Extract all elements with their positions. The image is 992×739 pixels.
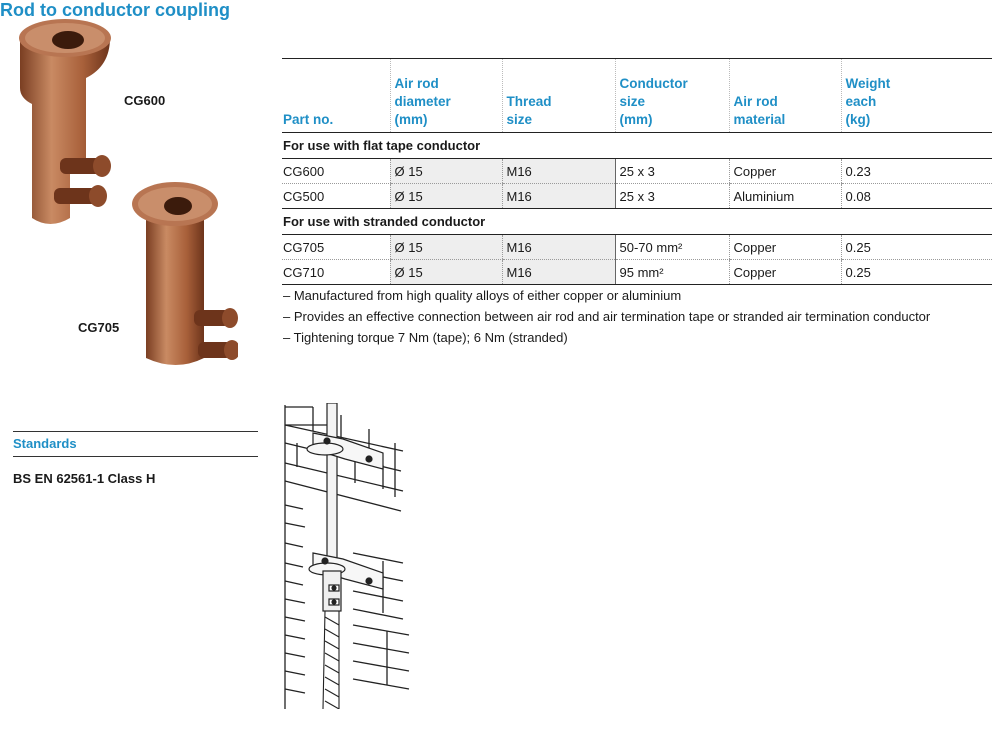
cell-diameter: Ø 15 [389,259,502,285]
cg600-label: CG600 [124,93,166,108]
installation-diagram [284,403,410,709]
cell-thread: M16 [501,234,616,260]
cell-thread: M16 [501,259,616,285]
cell-thread: M16 [501,158,616,184]
table-row: CG500 Ø 15 M16 25 x 3 Aluminium 0.08 [282,183,992,209]
feature-notes: – Manufactured from high quality alloys … [283,285,930,348]
cell-conductor: 50-70 mm² [614,234,729,260]
cell-thread: M16 [501,183,616,209]
cell-material: Copper [728,158,841,184]
cell-diameter: Ø 15 [389,158,502,184]
cell-weight: 0.25 [840,259,992,285]
cell-conductor: 25 x 3 [614,183,729,209]
cell-conductor: 25 x 3 [614,158,729,184]
cell-material: Copper [728,234,841,260]
table-row: CG705 Ø 15 M16 50-70 mm² Copper 0.25 [282,234,992,260]
group-row-flat-tape: For use with flat tape conductor [282,132,992,159]
standards-heading: Standards [13,436,77,451]
standards-value: BS EN 62561-1 Class H [13,471,156,486]
note-item: – Tightening torque 7 Nm (tape); 6 Nm (s… [283,330,568,345]
cell-weight: 0.08 [840,183,992,209]
page-title: Rod to conductor coupling [0,0,230,20]
group-title: For use with stranded conductor [282,208,992,235]
cg705-product-image [132,182,238,365]
cell-weight: 0.23 [840,158,992,184]
cell-part: CG500 [282,183,390,209]
cell-diameter: Ø 15 [389,234,502,260]
cell-material: Aluminium [728,183,841,209]
cg600-product-image [19,19,111,224]
cg705-label: CG705 [78,320,120,335]
cell-diameter: Ø 15 [389,183,502,209]
note-item: – Provides an effective connection betwe… [283,309,931,324]
group-title: For use with flat tape conductor [282,132,992,159]
cell-material: Copper [728,259,841,285]
standards-heading-bar: Standards [13,431,258,457]
table-row: CG600 Ø 15 M16 25 x 3 Copper 0.23 [282,158,992,184]
cell-part: CG600 [282,158,390,184]
cell-conductor: 95 mm² [614,259,729,285]
header-part-no: Part no. [282,58,390,133]
cell-weight: 0.25 [840,234,992,260]
group-row-stranded: For use with stranded conductor [282,208,992,235]
note-item: – Manufactured from high quality alloys … [283,288,682,303]
cell-part: CG705 [282,234,390,260]
table-row: CG710 Ø 15 M16 95 mm² Copper 0.25 [282,259,992,285]
cell-part: CG710 [282,259,390,285]
